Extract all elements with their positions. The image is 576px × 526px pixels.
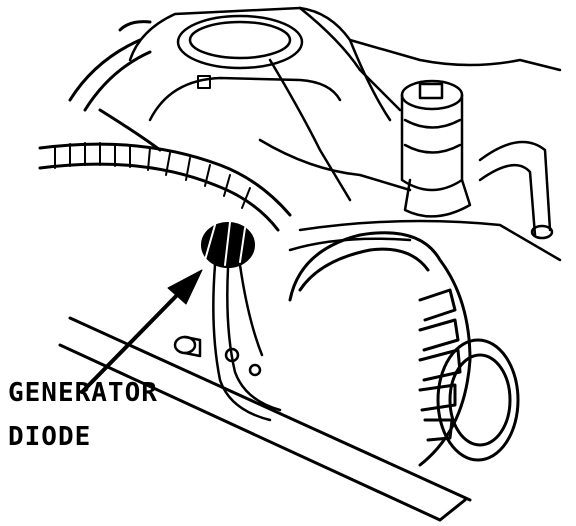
generator-diode xyxy=(201,221,255,268)
harness-ribs xyxy=(54,142,251,209)
wiring-harness xyxy=(38,20,292,232)
callout-label-line-1: GENERATOR xyxy=(8,378,158,408)
top-bolt xyxy=(197,75,211,89)
small-fitting xyxy=(173,335,202,358)
fender-edge-lines xyxy=(58,316,472,522)
diode-wires xyxy=(212,263,282,422)
filler-cap xyxy=(176,14,304,70)
radiator-hose xyxy=(478,140,554,240)
callout-label-line-2: DIODE xyxy=(8,422,92,452)
callout-arrow xyxy=(80,269,203,394)
engine-block-outline xyxy=(128,6,562,262)
alternator-body xyxy=(288,231,520,467)
canister xyxy=(400,79,472,218)
